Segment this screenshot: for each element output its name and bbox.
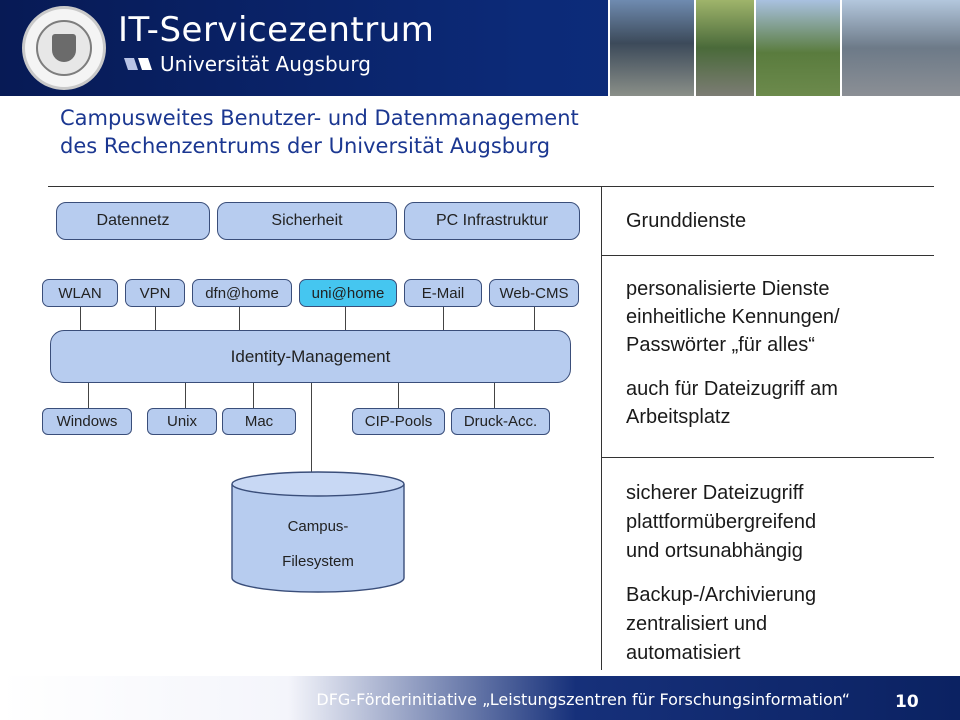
cip-pools-box: CIP-Pools <box>352 408 445 435</box>
table-divider <box>601 186 602 670</box>
secure-access-line-2: plattformübergreifend <box>626 511 817 533</box>
grunddienste-text: Grunddienste <box>626 210 747 232</box>
connector-filesystem <box>311 383 312 479</box>
slide-title-line-2: des Rechenzentrums der Universität Augsb… <box>60 134 551 158</box>
vpn-box: VPN <box>125 279 185 307</box>
email-box: E-Mail <box>404 279 482 307</box>
unix-box: Unix <box>147 408 217 435</box>
filesystem-label-line-1: Campus- <box>287 518 349 535</box>
personalized-services-line-1: personalisierte Dienste <box>626 278 830 300</box>
seal-shield-icon <box>52 34 76 62</box>
wlan-box: WLAN <box>42 279 118 307</box>
secure-access-line-1: sicherer Dateizugriff <box>626 482 804 504</box>
campus-photo-1 <box>608 0 696 96</box>
footer-text: DFG-Förderinitiative „Leistungszentren f… <box>316 690 850 709</box>
personalized-services-line-3: Passwörter „für alles“ <box>626 334 815 356</box>
footer-banner <box>0 676 960 720</box>
backup-line-1: Backup-/Archivierung <box>626 584 817 606</box>
windows-box: Windows <box>42 408 132 435</box>
identity-management-box: Identity-Management <box>50 330 571 383</box>
connector-uni-home <box>345 307 346 330</box>
dfn-home-box: dfn@home <box>192 279 292 307</box>
connector-unix <box>185 383 186 408</box>
connector-druck-acc <box>494 383 495 408</box>
connector-dfn-home <box>239 307 240 330</box>
web-cms-box: Web-CMS <box>489 279 579 307</box>
filesystem-label-line-2: Filesystem <box>282 553 354 570</box>
connector-email <box>443 307 444 330</box>
slide-title-line-1: Campusweites Benutzer- und Datenmanageme… <box>60 106 579 130</box>
mac-box: Mac <box>222 408 296 435</box>
page-number: 10 <box>895 692 919 712</box>
file-access-line-1: auch für Dateizugriff am <box>626 378 838 400</box>
backup-line-3: automatisiert <box>626 642 741 664</box>
uni-home-box: uni@home <box>299 279 397 307</box>
brand-mark-icon <box>124 58 152 70</box>
connector-windows <box>88 383 89 408</box>
campus-photo-3 <box>754 0 842 96</box>
brand-title: IT-Servicezentrum <box>118 10 435 50</box>
druck-acc-box: Druck-Acc. <box>451 408 550 435</box>
file-access-line-2: Arbeitsplatz <box>626 406 731 428</box>
secure-access-line-3: und ortsunabhängig <box>626 540 803 562</box>
campus-filesystem-cylinder <box>231 471 405 593</box>
right-rule-1 <box>601 255 934 256</box>
backup-line-2: zentralisiert und <box>626 613 768 635</box>
table-top-rule <box>48 186 934 187</box>
connector-vpn <box>155 307 156 330</box>
connector-web-cms <box>534 307 535 330</box>
connector-mac <box>253 383 254 408</box>
connector-wlan <box>80 307 81 330</box>
personalized-services-line-2: einheitliche Kennungen/ <box>626 306 840 328</box>
sicherheit-box: Sicherheit <box>217 202 397 240</box>
datennetz-box: Datennetz <box>56 202 210 240</box>
brand-subtitle: Universität Augsburg <box>160 52 371 76</box>
slide-title: Campusweites Benutzer- und Datenmanageme… <box>60 104 579 160</box>
right-rule-2 <box>601 457 934 458</box>
campus-photo-2 <box>694 0 756 96</box>
connector-cip-pools <box>398 383 399 408</box>
pc-infrastruktur-box: PC Infrastruktur <box>404 202 580 240</box>
campus-photo-4 <box>840 0 960 96</box>
